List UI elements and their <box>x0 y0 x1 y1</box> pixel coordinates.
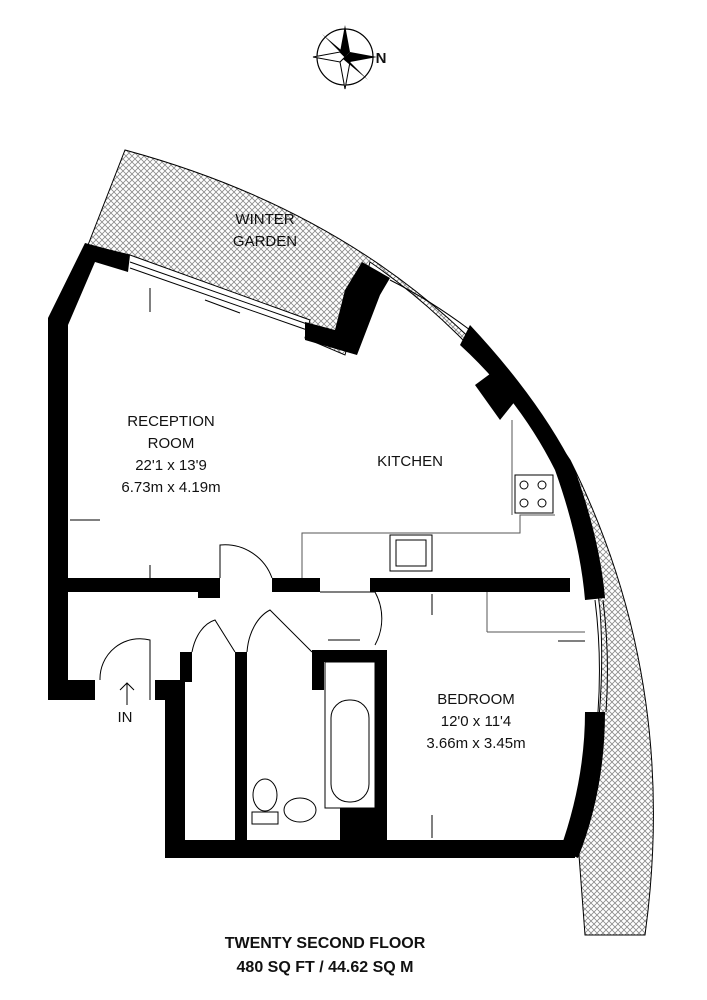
hob-icon <box>514 474 554 514</box>
bath-icon <box>324 661 376 809</box>
window <box>129 261 311 326</box>
bedroom-label: BEDROOM <box>437 691 515 708</box>
entrance-label: IN <box>118 709 133 726</box>
kitchen-counter <box>301 420 555 578</box>
kitchen-label: KITCHEN <box>377 453 443 470</box>
north-label: N <box>376 50 387 67</box>
walls <box>48 243 605 858</box>
winter-garden-label: WINTER <box>235 211 294 228</box>
floor-area: 480 SQ FT / 44.62 SQ M <box>237 959 414 976</box>
toilet-icon <box>252 778 278 812</box>
reception-imperial: 22'1 x 13'9 <box>135 457 207 474</box>
reception-label-2: ROOM <box>148 435 195 452</box>
winter-garden-label-2: GARDEN <box>233 233 297 250</box>
floor-title: TWENTY SECOND FLOOR <box>225 935 426 952</box>
sink-icon <box>389 534 433 572</box>
dimension-arrows <box>70 288 585 838</box>
bedroom-metric: 3.66m x 3.45m <box>426 735 525 752</box>
compass-rose-icon <box>312 25 377 90</box>
reception-label: RECEPTION <box>127 413 215 430</box>
bathroom-fixtures <box>251 661 376 825</box>
bedroom-imperial: 12'0 x 11'4 <box>441 713 512 730</box>
doors <box>99 544 585 700</box>
reception-metric: 6.73m x 4.19m <box>121 479 220 496</box>
basin-icon <box>283 797 317 823</box>
